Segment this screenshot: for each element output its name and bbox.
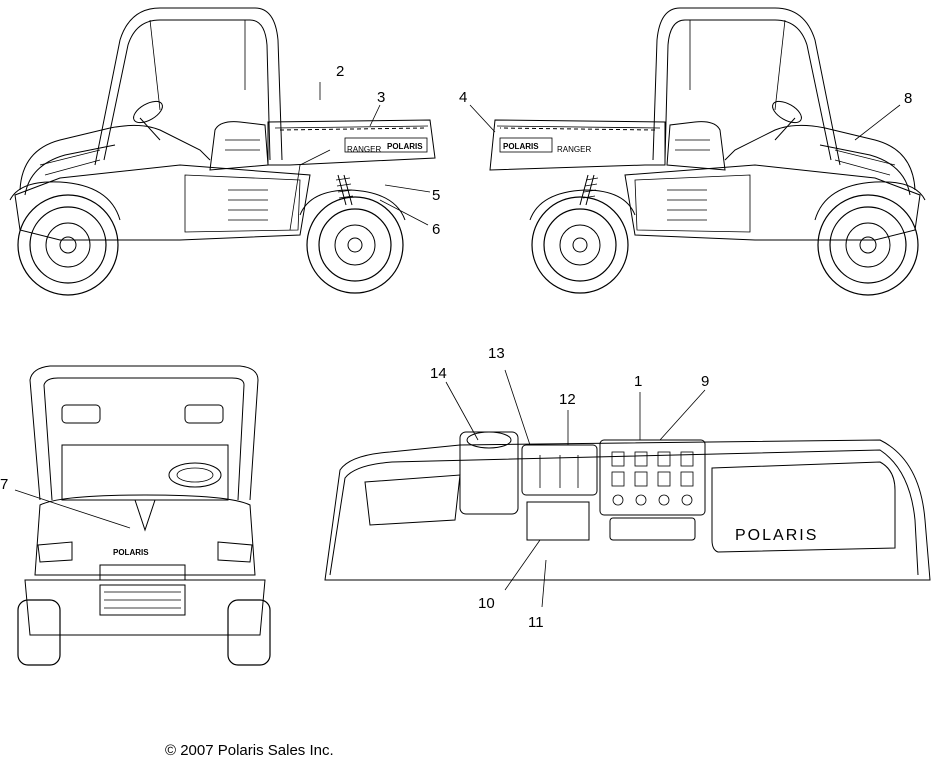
vehicle-left-side-view [9, 7, 436, 296]
bed-model-right: RANGER [557, 145, 591, 154]
vehicle-right-side-view [469, 7, 926, 296]
callout-12: 12 [559, 391, 576, 408]
hood-brand: POLARIS [113, 548, 149, 557]
callout-7: 7 [0, 476, 8, 493]
bed-model-left: RANGER [347, 145, 381, 154]
callout-9: 9 [701, 373, 709, 390]
callout-3: 3 [377, 89, 385, 106]
callout-13: 13 [488, 345, 505, 362]
callout-2: 2 [336, 63, 344, 80]
vehicle-front-view [14, 365, 271, 666]
callout-8: 8 [904, 90, 912, 107]
dashboard-view [324, 369, 931, 608]
callout-6: 6 [432, 221, 440, 238]
bed-brand-right: POLARIS [503, 142, 539, 151]
copyright-notice: © 2007 Polaris Sales Inc. [165, 742, 334, 759]
dash-brand: POLARIS [735, 527, 818, 544]
callout-4: 4 [459, 89, 467, 106]
callout-14: 14 [430, 365, 447, 382]
callout-10: 10 [478, 595, 495, 612]
callout-5: 5 [432, 187, 440, 204]
callout-1: 1 [634, 373, 642, 390]
bed-brand-left: POLARIS [387, 142, 423, 151]
callout-11: 11 [528, 614, 544, 631]
